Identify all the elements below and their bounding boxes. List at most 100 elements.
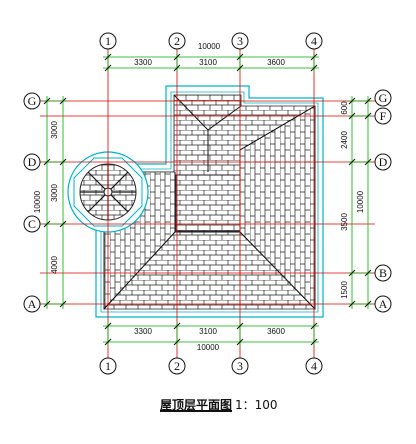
dim-slash-top: [104, 64, 112, 72]
axis-label-1: 1: [105, 359, 111, 373]
axis-bubble-2-bottom: 2: [168, 357, 186, 375]
dim-slash-right: [348, 97, 356, 105]
dim-slash-right: [364, 97, 372, 105]
axis-bubble-A-left: A: [23, 295, 41, 313]
top-dim-segment: 3600: [267, 58, 285, 67]
axis-label-B: B: [379, 266, 387, 280]
dim-slash-right: [364, 300, 372, 308]
row-axis-bubbles-right: G F D B A: [374, 89, 392, 313]
axis-bubble-4-top: 4: [305, 32, 323, 50]
right-dim-segment: 3500: [340, 213, 349, 231]
left-dim-segment: 4000: [50, 256, 59, 274]
dimension-lines: [43, 53, 372, 346]
left-dimension-chain: 10000 3000 3000 4000: [33, 121, 59, 274]
dim-slash-left: [43, 158, 51, 166]
axis-bubble-1-top: 1: [99, 32, 117, 50]
right-dim-segment: 600: [340, 101, 349, 115]
axis-bubble-3-top: 3: [231, 32, 249, 50]
tower-octagon: [73, 157, 143, 227]
dim-slash-right: [364, 158, 372, 166]
dim-slash-left: [43, 97, 51, 105]
axis-label-3: 3: [237, 359, 243, 373]
dim-slash-bottom: [310, 338, 318, 346]
axis-label-A: A: [379, 297, 388, 311]
axis-bubble-C-left: C: [23, 215, 41, 233]
axis-label-C: C: [28, 217, 36, 231]
dim-slash-bottom: [173, 322, 181, 330]
dim-slash-left: [59, 97, 67, 105]
dim-slash-top: [236, 53, 244, 61]
bottom-dim-segment: 3600: [267, 327, 285, 336]
row-axis-bubbles-left: G D C A: [23, 92, 41, 313]
top-dim-segment: 3300: [134, 58, 152, 67]
axis-bubble-2-top: 2: [168, 32, 186, 50]
dim-slash-bottom: [236, 338, 244, 346]
axis-bubble-G-right: G: [374, 89, 392, 107]
axis-bubble-A-right: A: [374, 295, 392, 313]
column-axis-bubbles-bottom: 1 2 3 4: [99, 357, 323, 375]
axis-label-G: G: [379, 91, 388, 105]
dim-slash-top: [173, 53, 181, 61]
dim-slash-top: [310, 64, 318, 72]
dim-slash-bottom: [173, 338, 181, 346]
axis-label-F: F: [380, 109, 387, 123]
dim-slash-bottom: [104, 338, 112, 346]
dim-slash-top: [104, 53, 112, 61]
axis-label-3: 3: [237, 34, 243, 48]
bottom-dimension-chain: 3300 3100 3600 10000: [134, 327, 285, 352]
axis-label-D: D: [379, 155, 388, 169]
bottom-dim-total: 10000: [197, 343, 220, 352]
right-dimension-chain: 600 2400 3500 1500 10000: [340, 101, 365, 299]
dim-slash-left: [59, 158, 67, 166]
left-dim-total: 10000: [33, 190, 42, 213]
drawing-scale: 1：100: [235, 398, 278, 412]
axis-bubble-D-left: D: [23, 153, 41, 171]
left-dim-segment: 3000: [50, 121, 59, 139]
dim-slash-left: [43, 220, 51, 228]
dim-slash-right: [348, 112, 356, 120]
dim-slash-left: [43, 300, 51, 308]
top-dim-segment: 3100: [199, 58, 217, 67]
roof-body: [95, 85, 324, 318]
dim-slash-right: [364, 112, 372, 120]
axis-label-2: 2: [174, 34, 180, 48]
dim-slash-top: [236, 64, 244, 72]
axis-bubble-D-right: D: [374, 153, 392, 171]
axis-label-1: 1: [105, 34, 111, 48]
column-axis-bubbles-top: 1 2 3 4: [99, 32, 323, 50]
axis-bubble-3-bottom: 3: [231, 357, 249, 375]
dim-slash-right: [348, 300, 356, 308]
axis-bubble-B-right: B: [374, 264, 392, 282]
dim-slash-right: [364, 269, 372, 277]
axis-grid-lines: [40, 49, 375, 358]
top-dim-total: 10000: [198, 42, 221, 51]
dim-slash-top: [173, 64, 181, 72]
axis-label-2: 2: [174, 359, 180, 373]
axis-label-4: 4: [311, 34, 317, 48]
left-dim-segment: 3000: [50, 184, 59, 202]
dim-slash-bottom: [310, 322, 318, 330]
bottom-dim-segment: 3100: [199, 327, 217, 336]
roof-inner-outline: [100, 91, 319, 313]
axis-label-4: 4: [311, 359, 317, 373]
dim-slash-left: [59, 220, 67, 228]
axis-bubble-G-left: G: [23, 92, 41, 110]
dim-slash-top: [310, 53, 318, 61]
roof-outer-outline: [95, 85, 324, 318]
axis-label-G: G: [28, 94, 37, 108]
right-dim-total: 10000: [356, 190, 365, 213]
axis-bubble-4-bottom: 4: [305, 357, 323, 375]
drawing-title: 屋顶层平面图: [160, 398, 233, 412]
axis-bubble-1-bottom: 1: [99, 357, 117, 375]
dim-slash-right: [348, 269, 356, 277]
right-dim-segment: 2400: [340, 131, 349, 149]
dim-slash-right: [348, 158, 356, 166]
dim-slash-bottom: [104, 322, 112, 330]
axis-bubble-F-right: F: [374, 107, 392, 125]
top-dimension-chain: 10000 3300 3100 3600: [134, 42, 285, 67]
axis-label-D: D: [28, 155, 37, 169]
dim-slash-bottom: [236, 322, 244, 330]
right-dim-segment: 1500: [340, 281, 349, 299]
